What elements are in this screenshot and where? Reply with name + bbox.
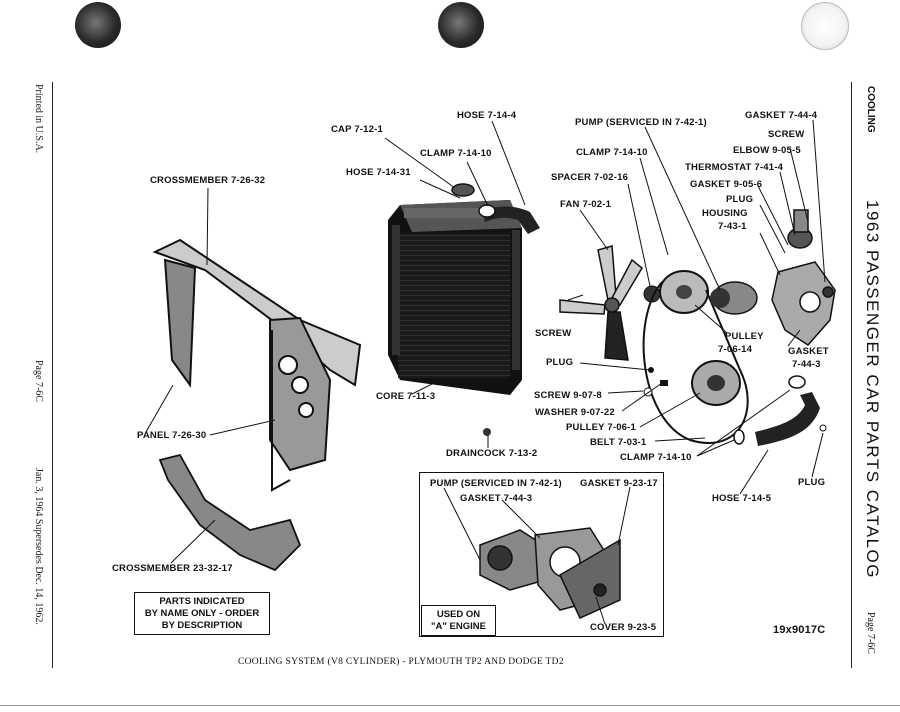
label-housing: HOUSING <box>702 208 748 219</box>
label-screw-9-07-8: SCREW 9-07-8 <box>534 390 602 401</box>
label-spacer: SPACER 7-02-16 <box>551 172 629 183</box>
radiator-cap <box>451 183 475 197</box>
label-crossmember-low: CROSSMEMBER 23-32-17 <box>112 563 233 574</box>
label-pulley-upper: PULLEY <box>725 331 764 342</box>
label-elbow: ELBOW 9-05-5 <box>733 145 801 156</box>
label-pump-top: PUMP (SERVICED IN 7-42-1) <box>575 117 707 128</box>
parts-note-line1: PARTS INDICATED <box>159 596 245 607</box>
parts-indicated-note: PARTS INDICATED BY NAME ONLY - ORDER BY … <box>134 592 270 635</box>
label-crossmember-top: CROSSMEMBER 7-26-32 <box>150 175 266 186</box>
label-plug-mid: PLUG <box>546 357 574 368</box>
label-draincock: DRAINCOCK 7-13-2 <box>446 448 538 459</box>
figure-number: 19x9017C <box>773 624 826 636</box>
label-cover: COVER 9-23-5 <box>590 622 657 633</box>
label-pulley-lower: PULLEY 7-06-1 <box>566 422 637 433</box>
label-clamp-low: CLAMP 7-14-10 <box>620 452 692 463</box>
label-clamp-top: CLAMP 7-14-10 <box>420 148 492 159</box>
label-cap: CAP 7-12-1 <box>331 124 383 135</box>
label-core: CORE 7-11-3 <box>376 391 436 402</box>
crossmember-frame <box>152 238 362 492</box>
fan-belt <box>642 281 749 444</box>
parts-note-line2: BY NAME ONLY - ORDER <box>144 608 260 619</box>
label-panel: PANEL 7-26-30 <box>137 430 207 441</box>
parts-note-line3: BY DESCRIPTION <box>161 620 243 631</box>
label-gasket-7-44-3-num: 7-44-3 <box>792 359 821 370</box>
label-pulley-upper-num: 7-06-14 <box>718 344 753 355</box>
label-housing-num: 7-43-1 <box>718 221 747 232</box>
label-gasket-9-05-6: GASKET 9-05-6 <box>690 179 763 190</box>
left-margin-rule <box>52 82 53 668</box>
used-on-line: USED ON <box>436 609 481 620</box>
leader-lines <box>145 119 826 625</box>
label-hose-7-14-31: HOSE 7-14-31 <box>346 167 411 178</box>
label-clamp-mid: CLAMP 7-14-10 <box>576 147 648 158</box>
label-screw-fan: SCREW <box>535 328 572 339</box>
a-engine-line: "A" ENGINE <box>431 621 486 632</box>
label-inset-gasket-left: GASKET 7-44-3 <box>460 493 533 504</box>
binder-hole-center <box>438 2 484 48</box>
thermostat-housing <box>771 209 836 346</box>
plug-right-part <box>819 424 827 432</box>
label-inset-gasket-right: GASKET 9-23-17 <box>580 478 658 489</box>
label-gasket-top: GASKET 7-44-4 <box>745 110 818 121</box>
fan-blades <box>559 245 643 361</box>
inset-pump-assembly <box>479 527 621 619</box>
screw-small <box>660 380 668 386</box>
figure-caption: COOLING SYSTEM (V8 CYLINDER) - PLYMOUTH … <box>238 657 564 667</box>
upper-hose <box>482 206 540 234</box>
draincock-part <box>483 428 491 436</box>
label-hose-7-14-5: HOSE 7-14-5 <box>712 493 772 504</box>
right-margin-rule <box>851 82 852 668</box>
binder-hole-right <box>801 2 849 50</box>
used-on-a-engine-note: USED ON "A" ENGINE <box>421 605 496 636</box>
water-pump <box>710 281 758 315</box>
inset-engine-box <box>419 472 664 637</box>
label-plug-right: PLUG <box>798 477 826 488</box>
label-inset-pump: PUMP (SERVICED IN 7-42-1) <box>430 478 562 489</box>
label-fan: FAN 7-02-1 <box>560 199 612 210</box>
label-belt: BELT 7-03-1 <box>590 437 647 448</box>
lower-crossmember <box>158 453 302 572</box>
plug-small <box>648 367 654 373</box>
label-screw-top: SCREW <box>768 129 805 140</box>
radiator-core <box>388 200 522 395</box>
lower-hose <box>755 392 820 446</box>
label-gasket-7-44-3: GASKET <box>788 346 829 357</box>
label-thermostat: THERMOSTAT 7-41-4 <box>685 162 784 173</box>
bottom-rule <box>0 705 900 706</box>
binder-hole-left <box>75 2 121 48</box>
label-plug-top: PLUG <box>726 194 754 205</box>
label-hose-7-14-4: HOSE 7-14-4 <box>457 110 517 121</box>
label-washer: WASHER 9-07-22 <box>535 407 615 418</box>
